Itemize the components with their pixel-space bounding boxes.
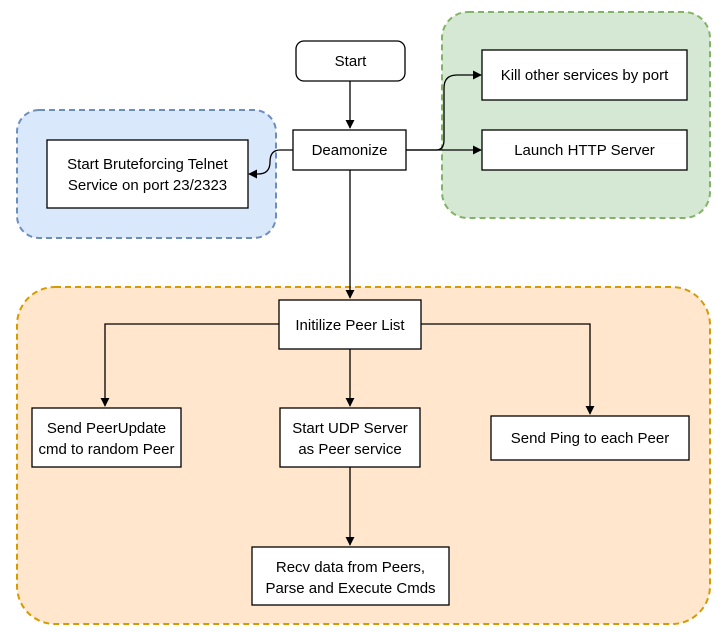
node-send-peerupdate-label-line2: cmd to random Peer bbox=[39, 441, 175, 458]
node-bruteforce-label-line2: Service on port 23/2323 bbox=[68, 177, 227, 194]
node-deamonize-label: Deamonize bbox=[312, 142, 388, 159]
edge-deamonize-to-bruteforce bbox=[248, 149, 293, 179]
node-bruteforce-label-line1: Start Bruteforcing Telnet bbox=[67, 156, 228, 173]
group-container-green bbox=[441, 11, 711, 219]
node-deamonize: Deamonize bbox=[292, 129, 407, 171]
node-start-udp: Start UDP Server as Peer service bbox=[279, 407, 421, 468]
node-bruteforce: Start Bruteforcing Telnet Service on por… bbox=[46, 139, 249, 209]
edge-init-to-send-peerupdate bbox=[100, 323, 279, 407]
node-launch-http-label: Launch HTTP Server bbox=[514, 142, 655, 159]
node-send-peerupdate-label-line1: Send PeerUpdate bbox=[47, 420, 166, 437]
node-send-ping-label: Send Ping to each Peer bbox=[511, 430, 669, 447]
node-start-udp-label-line2: as Peer service bbox=[298, 441, 401, 458]
node-recv-data-label-line1: Recv data from Peers, bbox=[276, 559, 425, 576]
node-recv-data-label-line2: Parse and Execute Cmds bbox=[265, 580, 435, 597]
node-kill-services: Kill other services by port bbox=[481, 49, 688, 101]
node-start-udp-label-line1: Start UDP Server bbox=[292, 420, 408, 437]
node-start-label: Start bbox=[335, 53, 368, 70]
node-init-peer-list: Initilize Peer List bbox=[278, 299, 422, 350]
node-launch-http: Launch HTTP Server bbox=[481, 129, 688, 171]
node-kill-services-label: Kill other services by port bbox=[501, 67, 669, 84]
node-send-peerupdate: Send PeerUpdate cmd to random Peer bbox=[31, 407, 182, 468]
node-recv-data: Recv data from Peers, Parse and Execute … bbox=[251, 546, 450, 606]
edge-init-to-send-ping bbox=[421, 323, 595, 415]
node-send-ping: Send Ping to each Peer bbox=[490, 415, 690, 461]
node-start: Start bbox=[295, 40, 406, 82]
node-init-peer-list-label: Initilize Peer List bbox=[295, 317, 405, 334]
